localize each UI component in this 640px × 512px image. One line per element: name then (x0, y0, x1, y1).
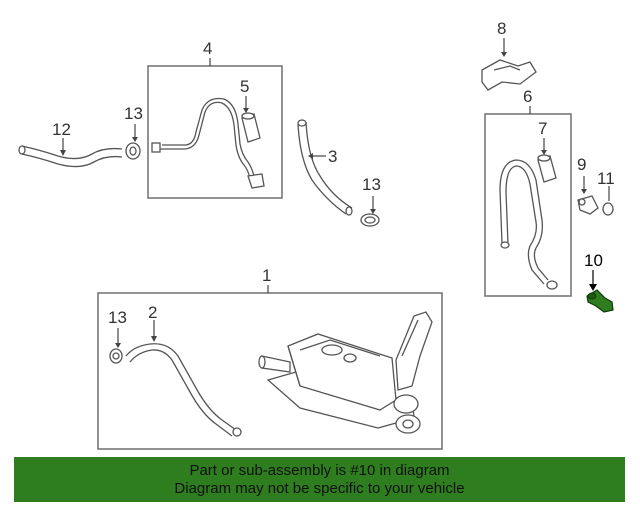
hose-4-connector (247, 173, 265, 189)
bracket-8-detail (493, 65, 521, 71)
part-11-group[interactable]: 11 (597, 169, 615, 216)
canister-port-2 (343, 353, 357, 363)
callout-3-arrow (308, 153, 313, 159)
callout-9[interactable]: 9 (577, 155, 586, 174)
callout-13a[interactable]: 13 (124, 104, 143, 123)
hose-12-end (18, 145, 26, 155)
callout-13b-arrow (370, 209, 376, 214)
hose-4-outline (162, 97, 255, 177)
clamp-13-top[interactable]: 13 (124, 104, 143, 160)
canister-port-1 (321, 344, 343, 356)
hose-2-end (232, 427, 242, 437)
callout-7[interactable]: 7 (538, 119, 547, 138)
banner-line-1: Part or sub-assembly is #10 in diagram (189, 462, 450, 479)
canister (258, 311, 433, 434)
callout-5[interactable]: 5 (240, 77, 249, 96)
hose-6-outline (505, 165, 545, 285)
clamp-13-middle[interactable]: 13 (360, 175, 381, 227)
hose-12-group[interactable]: 12 (18, 120, 123, 168)
callout-13c-arrow (115, 343, 121, 348)
clamp-13b-hole (364, 216, 376, 224)
callout-7-arrow (541, 150, 547, 155)
part-9-group[interactable]: 9 (577, 155, 599, 215)
sleeve-7-top (537, 154, 551, 162)
canister-edge (287, 345, 301, 387)
hose-3-outline (305, 121, 353, 209)
hose-3-end (297, 119, 307, 127)
callout-2-arrow (151, 336, 157, 342)
hose-6 (499, 159, 549, 281)
callout-12-arrow (60, 150, 66, 156)
assembly-6-group[interactable]: 6 7 (484, 87, 572, 297)
canister-bracket-rib (401, 319, 419, 357)
canister-bracket (395, 311, 433, 391)
canister-mount-hole (402, 419, 414, 429)
part-11 (602, 202, 614, 216)
parts-diagram: 4 5 12 13 3 (18, 19, 615, 450)
callout-11[interactable]: 11 (597, 169, 615, 188)
callout-9-arrow (581, 189, 587, 194)
part-10-end (587, 292, 597, 300)
hose-6-fitting (546, 280, 558, 290)
hose-2 (125, 343, 237, 431)
callout-6[interactable]: 6 (523, 87, 532, 106)
hose-12-outline (21, 153, 123, 168)
callout-5-arrow (243, 108, 249, 113)
hose-2-outline (129, 349, 233, 437)
assembly-4-group[interactable]: 4 5 (147, 39, 283, 199)
hose-3-group[interactable]: 3 (297, 119, 353, 216)
callout-3[interactable]: 3 (328, 147, 337, 166)
callout-13c[interactable]: 13 (108, 308, 127, 327)
banner-line-2: Diagram may not be specific to your vehi… (174, 480, 465, 497)
callout-10[interactable]: 10 (584, 251, 603, 270)
assembly-6-box (484, 113, 572, 297)
bracket-8 (481, 59, 537, 91)
hose-3-end2 (345, 206, 353, 216)
callout-8-arrow (501, 52, 507, 57)
callout-1[interactable]: 1 (262, 266, 271, 285)
info-banner: Part or sub-assembly is #10 in diagram D… (14, 457, 625, 502)
hose-4 (158, 101, 251, 179)
hose-12 (21, 145, 123, 160)
callout-8[interactable]: 8 (497, 19, 506, 38)
callout-4[interactable]: 4 (203, 39, 212, 58)
assembly-1-group[interactable]: 1 13 2 (97, 266, 443, 450)
callout-13a-arrow (132, 137, 138, 142)
assembly-4-box (147, 65, 283, 199)
clamp-13c-hole (112, 352, 120, 360)
hose-4-end (151, 142, 161, 153)
callout-13b[interactable]: 13 (362, 175, 381, 194)
callout-10-arrow (589, 284, 597, 291)
hose-3 (297, 123, 347, 215)
canister-top-ridge (299, 339, 381, 357)
assembly-1-box (97, 292, 443, 450)
callout-12[interactable]: 12 (52, 120, 71, 139)
hose-6-end (500, 241, 510, 249)
clamp-13a-hole (129, 146, 137, 156)
callout-2[interactable]: 2 (148, 303, 157, 322)
canister-mount-1 (393, 394, 419, 414)
part-9-hole (578, 198, 586, 206)
part-10-group[interactable]: 10 (584, 251, 614, 313)
bracket-8-group[interactable]: 8 (481, 19, 537, 91)
canister-nozzle-end (258, 355, 266, 369)
sleeve-5-top (241, 112, 255, 120)
canister-nozzle (261, 355, 291, 373)
